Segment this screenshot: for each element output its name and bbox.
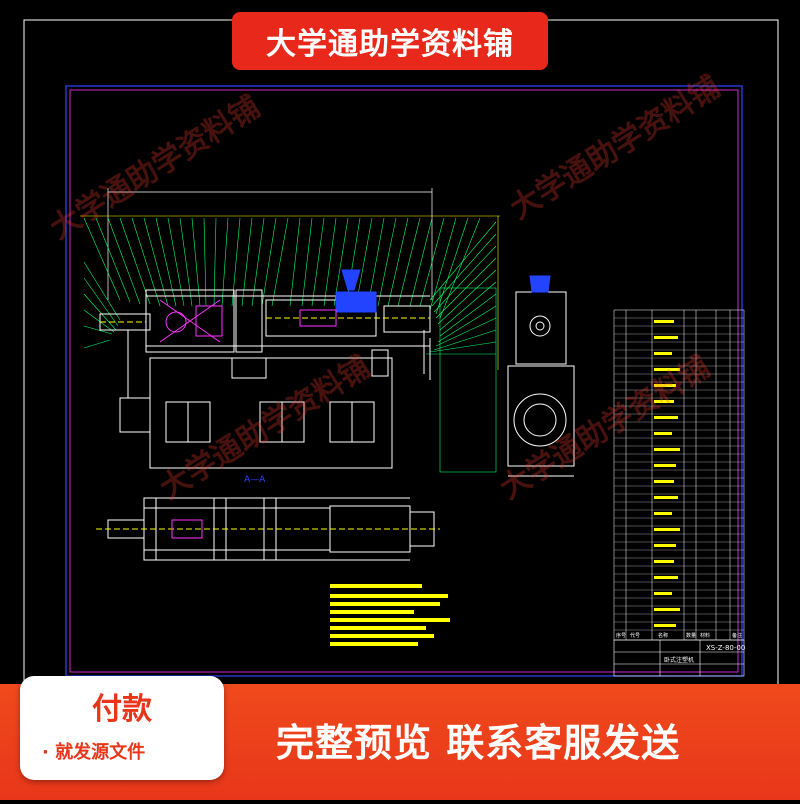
svg-text:材料: 材料 [700,632,710,639]
pay-title: 付款 [92,692,152,727]
parts-table-header: 序号 代号 名称 数量 材料 备注 [616,632,742,639]
svg-text:代号: 代号 [630,632,640,639]
section-label: A—A [244,475,266,485]
front-view [99,269,431,469]
section-view [507,275,575,477]
parts-table [613,309,745,641]
pay-box[interactable]: 付款 · 就发源文件 [20,676,224,780]
drawing-number: XS-Z-80-00 [706,644,745,652]
svg-text:名称: 名称 [658,632,668,639]
promo-text: 完整预览 联系客服发送 [276,721,681,765]
sheet-inner-border [65,85,743,677]
svg-text:数量: 数量 [686,632,696,639]
dimension-box [439,287,497,473]
svg-text:序号: 序号 [616,632,626,639]
parts-table-text [654,320,680,627]
svg-text:备注: 备注 [732,632,742,639]
parts-table-rows [614,317,744,631]
pay-subtitle: · 就发源文件 [42,742,146,763]
sheet-drawing-frame [69,89,739,673]
leader-lines [83,217,497,355]
plan-view [96,497,440,561]
drawing-name: 卧式注塑机 [664,656,694,664]
technical-notes [330,584,450,646]
store-name: 大学通助学资料铺 [266,27,514,62]
balloon-row [80,215,500,370]
top-dimension [107,188,433,300]
store-banner: 大学通助学资料铺 [232,12,548,70]
front-view-details [100,305,430,337]
title-block [613,639,745,677]
